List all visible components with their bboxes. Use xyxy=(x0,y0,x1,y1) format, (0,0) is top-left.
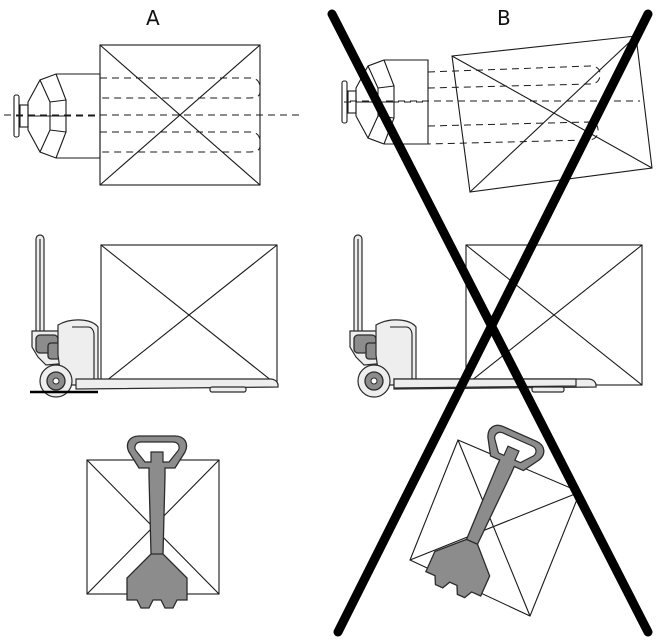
pallet-truck-side-view-correct xyxy=(30,234,279,398)
cross-out-icon xyxy=(327,9,653,637)
column-label-a: A xyxy=(146,6,160,30)
pallet-truck-handle-view-correct xyxy=(86,435,220,609)
column-label-b: B xyxy=(497,6,511,30)
pallet-truck-top-view-correct xyxy=(4,44,300,186)
pallet-truck-top-view-incorrect xyxy=(341,35,653,193)
pallet-truck-handle-view-incorrect xyxy=(409,421,581,617)
